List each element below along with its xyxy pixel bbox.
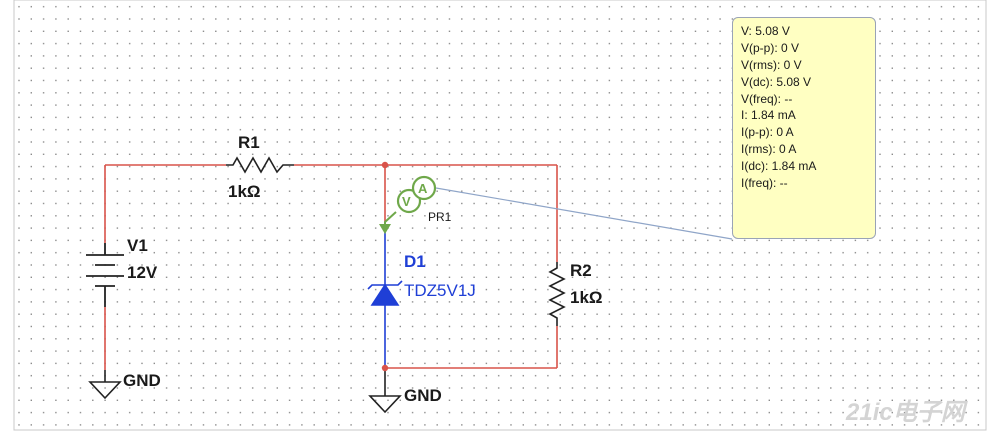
- r1-value-label: 1kΩ: [228, 182, 261, 201]
- r2-ref-label: R2: [570, 261, 592, 280]
- ground-right-label: GND: [404, 386, 442, 405]
- ground-right-symbol[interactable]: [368, 395, 402, 414]
- r2-value-label: 1kΩ: [570, 288, 603, 307]
- probe-leader-line: [435, 187, 733, 240]
- probe-symbol-v: V: [402, 194, 411, 209]
- readout-voltage-dc: V(dc): 5.08 V: [741, 74, 812, 89]
- readout-current-rms: I(rms): 0 A: [741, 142, 797, 157]
- probe-pr1[interactable]: V A: [379, 175, 437, 234]
- r1-resistor-symbol[interactable]: [226, 156, 294, 174]
- readout-current-dc: I(dc): 1.84 mA: [741, 159, 817, 174]
- readout-voltage-rms: V(rms): 0 V: [741, 57, 802, 72]
- r1-ref-label: R1: [238, 133, 260, 152]
- r2-resistor-symbol[interactable]: [548, 262, 566, 326]
- probe-ref-label: PR1: [428, 210, 452, 224]
- junction-bottom: [381, 364, 389, 372]
- readout-voltage: V: 5.08 V: [741, 24, 790, 38]
- v1-ref-label: V1: [127, 236, 148, 255]
- ground-left-label: GND: [123, 371, 161, 390]
- v1-battery-symbol[interactable]: [86, 243, 124, 307]
- junction-top: [381, 161, 389, 169]
- probe-symbol-a: A: [418, 181, 428, 196]
- readout-current-freq: I(freq): --: [741, 176, 788, 191]
- d1-ref-label: D1: [404, 252, 426, 271]
- probe-readout-tooltip: V: 5.08 V V(p-p): 0 V V(rms): 0 V V(dc):…: [732, 17, 876, 239]
- readout-voltage-freq: V(freq): --: [741, 91, 793, 106]
- v1-value-label: 12V: [127, 263, 158, 282]
- watermark-logo: 21ic电子网: [845, 399, 969, 426]
- ground-left-symbol[interactable]: [88, 370, 122, 400]
- d1-zener-symbol[interactable]: [367, 280, 403, 306]
- d1-part-label: TDZ5V1J: [404, 281, 476, 300]
- readout-current: I: 1.84 mA: [741, 108, 796, 123]
- readout-voltage-pp: V(p-p): 0 V: [741, 40, 800, 55]
- readout-current-pp: I(p-p): 0 A: [741, 125, 794, 140]
